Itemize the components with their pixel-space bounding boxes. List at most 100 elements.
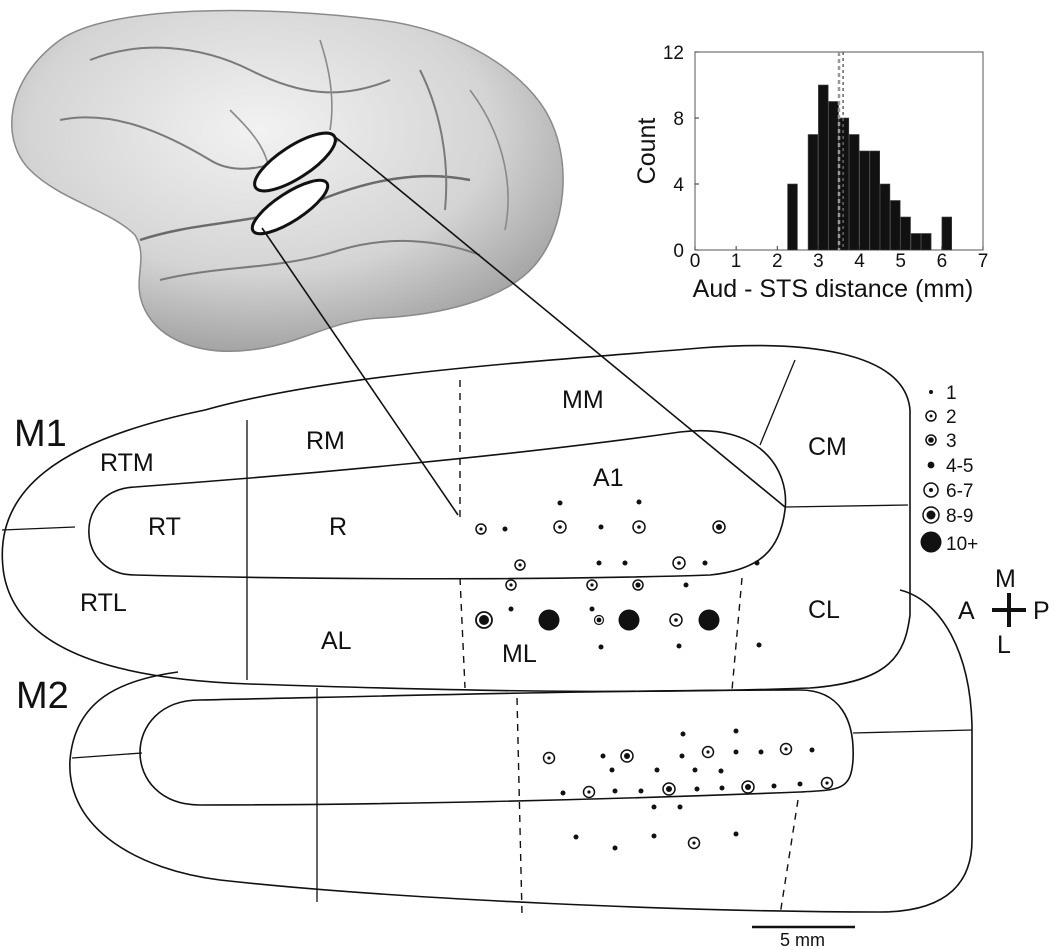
legend-item-3: 3 [925, 431, 957, 452]
site-marker [637, 525, 641, 529]
site-marker [596, 617, 602, 623]
m1-outer-outline [1, 344, 911, 693]
y-tick-label: 8 [673, 109, 684, 130]
x-tick-label: 1 [731, 251, 742, 272]
recording-sites-m2 [542, 728, 834, 851]
site-marker [666, 786, 672, 792]
site-marker [683, 582, 689, 588]
orientation-m: M [995, 565, 1016, 593]
connector-line-left [261, 227, 459, 516]
site-marker [702, 560, 708, 566]
svg-text:8-9: 8-9 [946, 506, 973, 527]
histogram-bars [787, 84, 953, 251]
area-label-al: AL [321, 627, 352, 655]
site-marker [758, 749, 764, 755]
site-marker [635, 582, 641, 588]
site-marker [598, 524, 604, 530]
site-marker [825, 781, 829, 785]
svg-text:10+: 10+ [946, 534, 978, 555]
site-marker [636, 499, 642, 505]
site-marker [651, 833, 657, 839]
site-marker [638, 788, 644, 794]
histogram-bar [838, 117, 850, 251]
site-marker [609, 767, 615, 773]
site-marker [698, 609, 720, 631]
m2-outer-outline [69, 589, 973, 913]
area-label-rtm: RTM [100, 449, 154, 477]
site-marker [797, 781, 803, 787]
site-marker [692, 841, 696, 845]
scale-bar-label: 5 mm [780, 930, 825, 950]
site-marker [733, 749, 739, 755]
site-marker [479, 527, 483, 531]
area-label-cl: CL [808, 596, 840, 624]
site-marker [598, 644, 604, 650]
histogram-bar [920, 233, 932, 251]
site-marker [771, 783, 777, 789]
m2-label: M2 [16, 675, 69, 717]
site-marker [560, 790, 566, 796]
svg-text:4-5: 4-5 [946, 456, 973, 477]
y-tick-label: 4 [673, 175, 684, 196]
site-marker [596, 560, 602, 566]
x-tick-label: 5 [895, 251, 906, 272]
site-marker [538, 609, 560, 631]
m1-core-outline [88, 429, 787, 580]
orientation-p: P [1033, 597, 1050, 625]
legend-item-6-7: 6-7 [923, 481, 973, 502]
site-marker [518, 563, 522, 567]
area-label-mm: MM [562, 386, 604, 414]
site-marker [590, 583, 594, 587]
legend-item-8-9: 8-9 [922, 506, 973, 527]
site-marker [694, 786, 700, 792]
site-marker [809, 747, 815, 753]
site-marker [784, 747, 788, 751]
x-tick-label: 2 [772, 251, 783, 272]
site-marker [674, 618, 678, 622]
area-label-rt: RT [148, 513, 181, 541]
m1-label: M1 [14, 413, 67, 455]
site-marker [573, 834, 579, 840]
site-marker [651, 804, 657, 810]
x-tick-label: 3 [813, 251, 824, 272]
site-marker [600, 753, 606, 759]
site-marker [719, 785, 725, 791]
area-label-cm: CM [808, 433, 847, 461]
svg-text:1: 1 [946, 383, 957, 404]
site-marker [624, 753, 630, 759]
map-m2: M2 [16, 589, 973, 916]
site-marker [612, 788, 618, 794]
site-marker [745, 784, 751, 790]
histogram-bar [869, 150, 881, 251]
y-tick-label: 12 [663, 43, 684, 64]
site-marker [733, 728, 739, 734]
x-tick-label: 6 [937, 251, 948, 272]
orientation-l: L [997, 631, 1011, 659]
site-marker [654, 767, 660, 773]
histogram-x-label: Aud - STS distance (mm) [693, 275, 974, 303]
site-marker [718, 768, 724, 774]
sts-region-ellipse [250, 178, 330, 236]
area-label-rm: RM [306, 427, 345, 455]
histogram-bar [900, 216, 911, 251]
x-tick-label: 7 [978, 251, 989, 272]
legend-item-4-5: 4-5 [927, 456, 973, 477]
site-marker [677, 804, 683, 810]
site-marker [587, 790, 591, 794]
site-marker [692, 767, 698, 773]
site-marker [557, 500, 563, 506]
site-marker [502, 526, 508, 532]
histogram-bar [910, 233, 922, 251]
site-marker [679, 753, 685, 759]
site-marker [676, 643, 682, 649]
y-tick-label: 0 [673, 241, 684, 262]
area-label-ml: ML [502, 640, 537, 668]
site-marker [558, 525, 562, 529]
site-marker [618, 609, 640, 631]
histogram-bar [879, 183, 891, 251]
site-marker [733, 831, 739, 837]
site-marker [508, 606, 514, 612]
